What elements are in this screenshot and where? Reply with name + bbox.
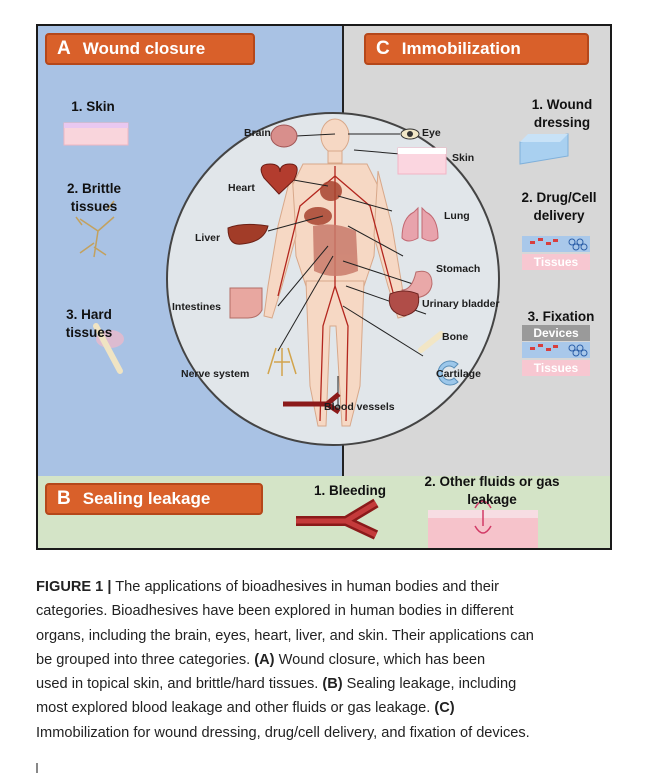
caption-line-4: be grouped into three categories. [36, 652, 254, 668]
caption-tag-b: (B) [322, 676, 342, 692]
figure-diagram: A Wound closure C Immobilization B Seali… [36, 24, 612, 550]
caption-tag-a: (A) [254, 652, 274, 668]
fixation-tissues-box: Tissues [522, 360, 590, 376]
bottom-rule [36, 763, 38, 773]
panel-a-item-skin: 1. Skin [58, 98, 128, 116]
panel-b-item-other-fluids: 2. Other fluids or gas [404, 473, 580, 491]
panel-c-item-wound: 1. Wound [510, 96, 612, 114]
caption-line-2: categories. Bioadhesives have been explo… [36, 599, 626, 623]
brain-icon [271, 125, 297, 147]
label-eye: Eye [422, 127, 441, 139]
label-intestines: Intestines [172, 301, 221, 313]
intestines-icon [230, 288, 262, 318]
caption-line-4b: Wound closure, which has been [275, 652, 486, 668]
label-skin: Skin [452, 152, 474, 164]
panel-c-item-fixation: 3. Fixation [508, 308, 612, 326]
label-cartilage: Cartilage [436, 368, 481, 380]
caption-line-1: The applications of bioadhesives in huma… [111, 579, 499, 595]
panel-c-item-drug-2: delivery [504, 207, 612, 225]
label-heart: Heart [228, 182, 255, 194]
caption-line-5: used in topical skin, and brittle/hard t… [36, 676, 322, 692]
panel-b-item-bleeding: 1. Bleeding [300, 482, 400, 500]
label-brain: Brain [244, 127, 271, 139]
devices-box: Devices [522, 325, 590, 341]
label-nerve-system: Nerve system [181, 368, 249, 380]
panel-c-item-wound-2: dressing [510, 114, 612, 132]
panel-a-item-brittle-2: tissues [44, 198, 144, 216]
figure-caption: FIGURE 1 | The applications of bioadhesi… [36, 575, 626, 745]
drug-tissues-box: Tissues [522, 254, 590, 270]
label-urinary-bladder: Urinary bladder [422, 298, 500, 310]
panel-c-item-drug: 2. Drug/Cell [504, 189, 612, 207]
panel-a-item-hard-2: tissues [44, 324, 134, 342]
panel-b-item-other-fluids-2: leakage [404, 491, 580, 509]
caption-line-7: Immobilization for wound dressing, drug/… [36, 721, 626, 745]
figure-label: FIGURE 1 | [36, 579, 111, 595]
label-lung: Lung [444, 210, 470, 222]
caption-line-6: most explored blood leakage and other fl… [36, 700, 434, 716]
label-blood-vessels: Blood vessels [324, 401, 395, 413]
panel-a-item-brittle: 2. Brittle [44, 180, 144, 198]
label-bone: Bone [442, 331, 468, 343]
panel-a-item-hard: 3. Hard [44, 306, 134, 324]
caption-line-5b: Sealing leakage, including [343, 676, 517, 692]
label-stomach: Stomach [436, 263, 480, 275]
caption-tag-c: (C) [434, 700, 454, 716]
label-liver: Liver [195, 232, 220, 244]
caption-line-3: organs, including the brain, eyes, heart… [36, 624, 626, 648]
